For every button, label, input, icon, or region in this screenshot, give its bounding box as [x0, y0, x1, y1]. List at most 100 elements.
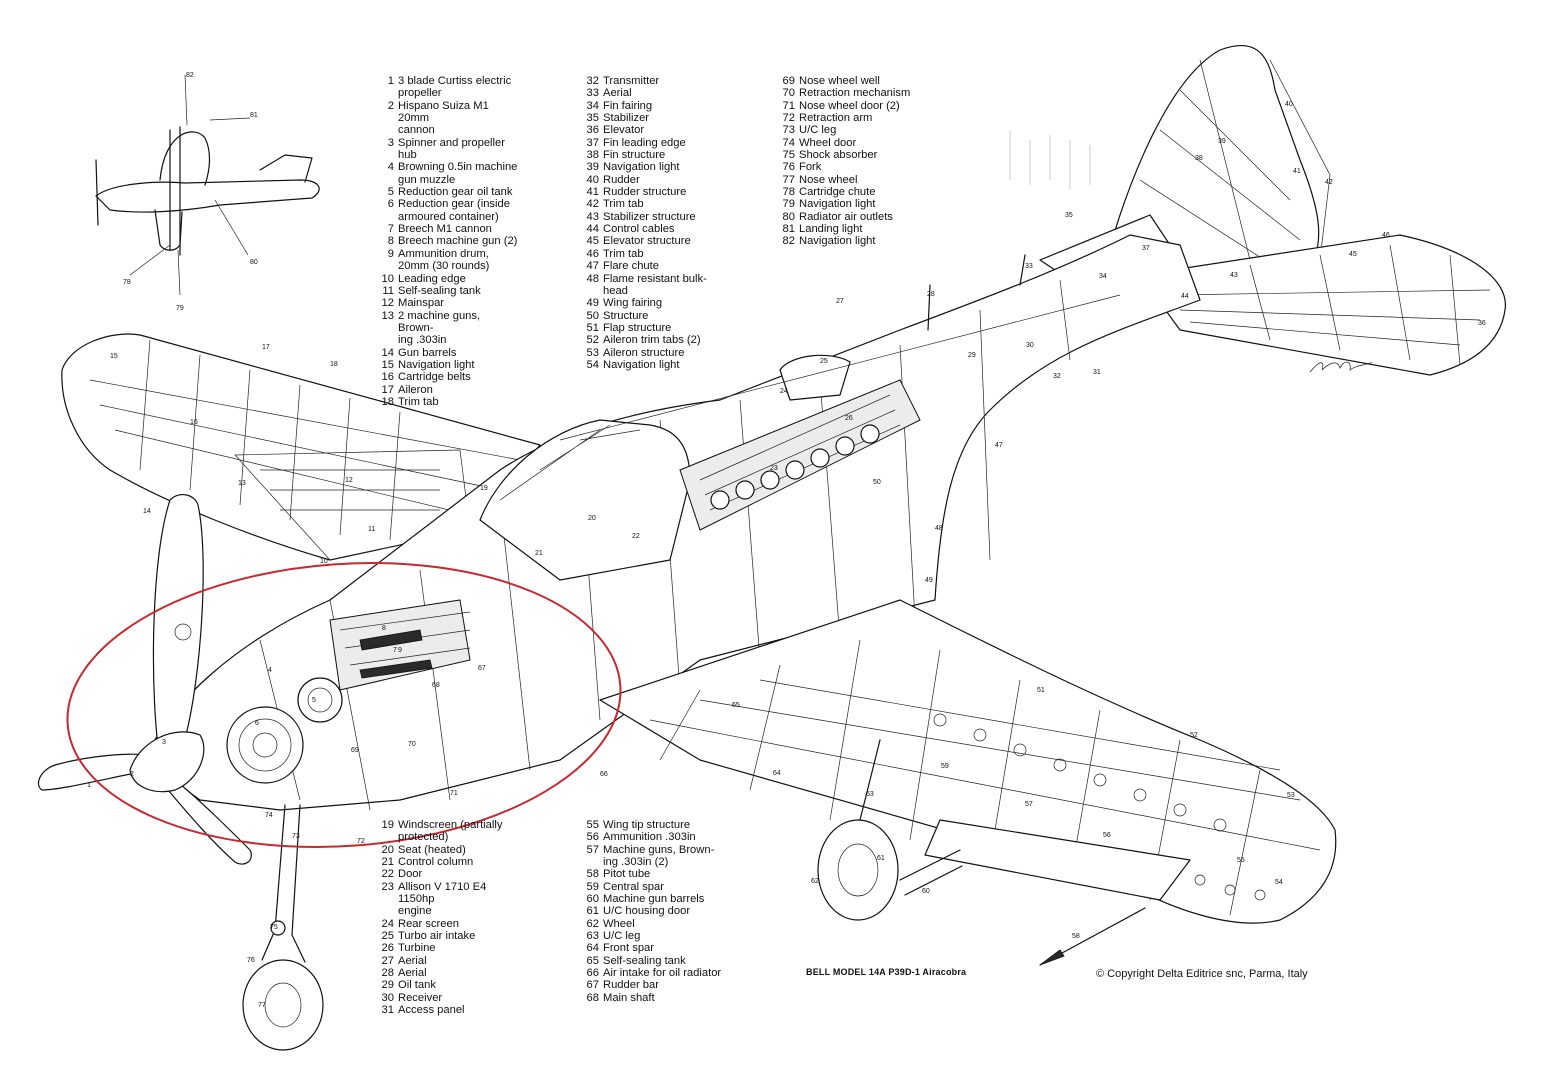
- callouts: 1 2 3 4 5 6 7 8 9 10 11 12 13 14 15 16 1…: [87, 101, 1486, 1009]
- legend-text: Ammunition .303in: [603, 831, 696, 844]
- legend-text: Structure: [603, 309, 649, 322]
- legend-text: Nose wheel well: [799, 75, 880, 87]
- legend-text: Flare chute: [603, 260, 659, 273]
- legend-number: 19: [381, 819, 394, 831]
- inset-callout-80: 80: [250, 259, 258, 266]
- legend-number: 74: [782, 136, 795, 149]
- legend-number: 52: [586, 334, 599, 347]
- legend-text: Central spar: [603, 880, 664, 893]
- callout-54: 54: [1275, 879, 1283, 886]
- legend-text: Control cables: [603, 223, 675, 236]
- legend-text: Trim tab: [398, 395, 439, 408]
- legend-number: 51: [586, 321, 599, 334]
- callout-1: 1: [87, 782, 91, 789]
- callout-55: 55: [1237, 857, 1245, 864]
- legend-text: Trim tab: [603, 198, 644, 211]
- callout-76: 76: [247, 957, 255, 964]
- legend-number: 78: [782, 186, 795, 199]
- legend-text: Retraction arm: [799, 112, 873, 125]
- callout-61: 61: [877, 855, 885, 862]
- callout-46: 46: [1382, 232, 1390, 239]
- legend-number: 30: [381, 991, 394, 1004]
- legend-number: 54: [586, 358, 599, 371]
- legend-text: Navigation light: [603, 358, 680, 371]
- legend-number: 59: [586, 880, 599, 893]
- legend-text: Aerial: [398, 954, 427, 967]
- wing-rib-holes: [933, 713, 1266, 901]
- legend-text: Elevator: [603, 124, 645, 137]
- callout-39: 39: [1218, 138, 1226, 145]
- legend-item: 44 Control cables: [583, 223, 723, 235]
- legend-number: 62: [586, 917, 599, 930]
- legend-number: 44: [586, 223, 599, 236]
- legend-number: 9: [387, 247, 394, 260]
- callout-27: 27: [836, 298, 844, 305]
- engine-cylinders: [710, 424, 880, 510]
- legend-text: Browning 0.5in machine gun muzzle: [398, 161, 518, 186]
- legend-number: 1: [387, 75, 394, 87]
- legend-number: 49: [586, 297, 599, 310]
- drawing-caption: BELL MODEL 14A P39D-1 Airacobra: [806, 967, 967, 977]
- callout-11: 11: [368, 526, 375, 533]
- callout-26: 26: [845, 415, 853, 422]
- legend-text: Transmitter: [603, 75, 660, 87]
- legend-text: Wing tip structure: [603, 819, 691, 831]
- legend-text: Flap structure: [603, 321, 672, 334]
- legend-text: Nose wheel door (2): [799, 99, 900, 112]
- propeller: [37, 493, 252, 865]
- legend-text: Turbine: [398, 942, 436, 955]
- legend-number: 46: [586, 247, 599, 260]
- callout-28: 28: [927, 291, 935, 298]
- callout-52: 52: [1190, 732, 1198, 739]
- legend-text: Aerial: [603, 87, 632, 100]
- legend-number: 40: [586, 173, 599, 186]
- legend-number: 68: [586, 991, 599, 1004]
- callout-38: 38: [1195, 155, 1203, 162]
- callout-64: 64: [773, 770, 781, 777]
- callout-3: 3: [162, 739, 166, 746]
- legend-text: Radiator air outlets: [799, 210, 893, 223]
- legend-item: 32 Transmitter: [583, 75, 723, 87]
- callout-18: 18: [330, 361, 338, 368]
- callout-8: 8: [382, 625, 386, 632]
- callout-19: 19: [480, 485, 488, 492]
- callout-7: 7: [393, 647, 397, 654]
- legend-text: Stabilizer: [603, 112, 650, 125]
- callout-59: 59: [941, 763, 949, 770]
- legend-number: 32: [586, 75, 599, 87]
- copyright-notice: © Copyright Delta Editrice snc, Parma, I…: [1096, 968, 1308, 980]
- callout-40: 40: [1285, 101, 1293, 108]
- callout-43: 43: [1230, 272, 1238, 279]
- legend-number: 3: [387, 136, 394, 149]
- legend-text: U/C leg: [799, 124, 837, 137]
- legend-text: Aileron structure: [603, 346, 685, 359]
- callout-37: 37: [1142, 245, 1150, 252]
- right-wing: [599, 599, 1337, 966]
- fuselage: [144, 234, 1201, 811]
- legend-number: 6: [387, 198, 394, 211]
- legend-text: Landing light: [799, 223, 863, 236]
- legend-text: Hispano Suiza M1 20mm cannon: [398, 99, 489, 137]
- callout-70: 70: [408, 741, 416, 748]
- legend-number: 23: [381, 880, 394, 893]
- callout-50: 50: [873, 479, 881, 486]
- callout-63: 63: [866, 791, 874, 798]
